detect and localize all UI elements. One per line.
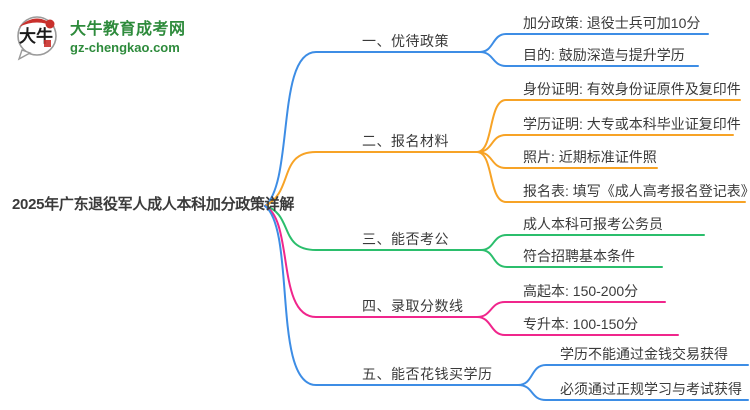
branch-3-child-1: 成人本科可报考公务员 [523, 216, 663, 232]
branch-1-child-2: 目的: 鼓励深造与提升学历 [523, 47, 685, 63]
logo-text-block: 大牛教育成考网 gz-chengkao.com [70, 15, 186, 55]
branch-label-1: 一、优待政策 [362, 33, 449, 49]
branch-3-line [264, 205, 482, 251]
branch-3-child-2: 符合招聘基本条件 [523, 248, 635, 264]
branch-5-child-2: 必须通过正规学习与考试获得 [560, 381, 742, 397]
branch-label-4: 四、录取分数线 [362, 298, 464, 314]
logo-bull-icon: 大牛 [17, 16, 57, 61]
branch-5-child-1-line [517, 364, 749, 386]
branch-2-child-2: 学历证明: 大专或本科毕业证复印件 [523, 116, 741, 132]
branch-5-line [264, 205, 519, 386]
branch-4-child-1-line [476, 301, 666, 318]
branch-1-child-1: 加分政策: 退役士兵可加10分 [523, 15, 701, 31]
branch-4-child-1: 高起本: 150-200分 [523, 283, 639, 299]
branch-4-line [264, 205, 478, 318]
branch-3-child-1-line [480, 234, 705, 251]
branch-label-3: 三、能否考公 [362, 231, 449, 247]
site-name: 大牛教育成考网 [70, 21, 186, 38]
branch-4-child-2-line [476, 316, 679, 336]
branch-2-child-4-line [476, 151, 746, 203]
branch-4-child-2: 专升本: 100-150分 [523, 316, 639, 332]
branch-5-child-1: 学历不能通过金钱交易获得 [560, 346, 728, 362]
branch-5-child-2-line [517, 384, 749, 401]
root-node: 2025年广东退役军人成人本科加分政策详解 [12, 196, 295, 213]
branch-2-child-1-line [476, 99, 741, 153]
branch-2-child-2-line [476, 134, 734, 153]
branch-2-line [264, 151, 478, 207]
branch-1-line [264, 51, 481, 207]
branch-label-5: 五、能否花钱买学历 [362, 366, 493, 382]
branch-2-child-4: 报名表: 填写《成人高考报名登记表》 [523, 183, 750, 199]
branch-1-child-1-line [479, 33, 709, 53]
site-url: gz-chengkao.com [70, 40, 180, 55]
branch-2-child-3: 照片: 近期标准证件照 [523, 149, 657, 165]
branch-1-child-2-line [479, 51, 699, 67]
branch-label-2: 二、报名材料 [362, 133, 449, 149]
site-logo: 大牛 大牛教育成考网 gz-chengkao.com [12, 8, 186, 62]
branch-3-child-2-line [480, 249, 663, 268]
branch-2-child-1: 身份证明: 有效身份证原件及复印件 [523, 81, 741, 97]
